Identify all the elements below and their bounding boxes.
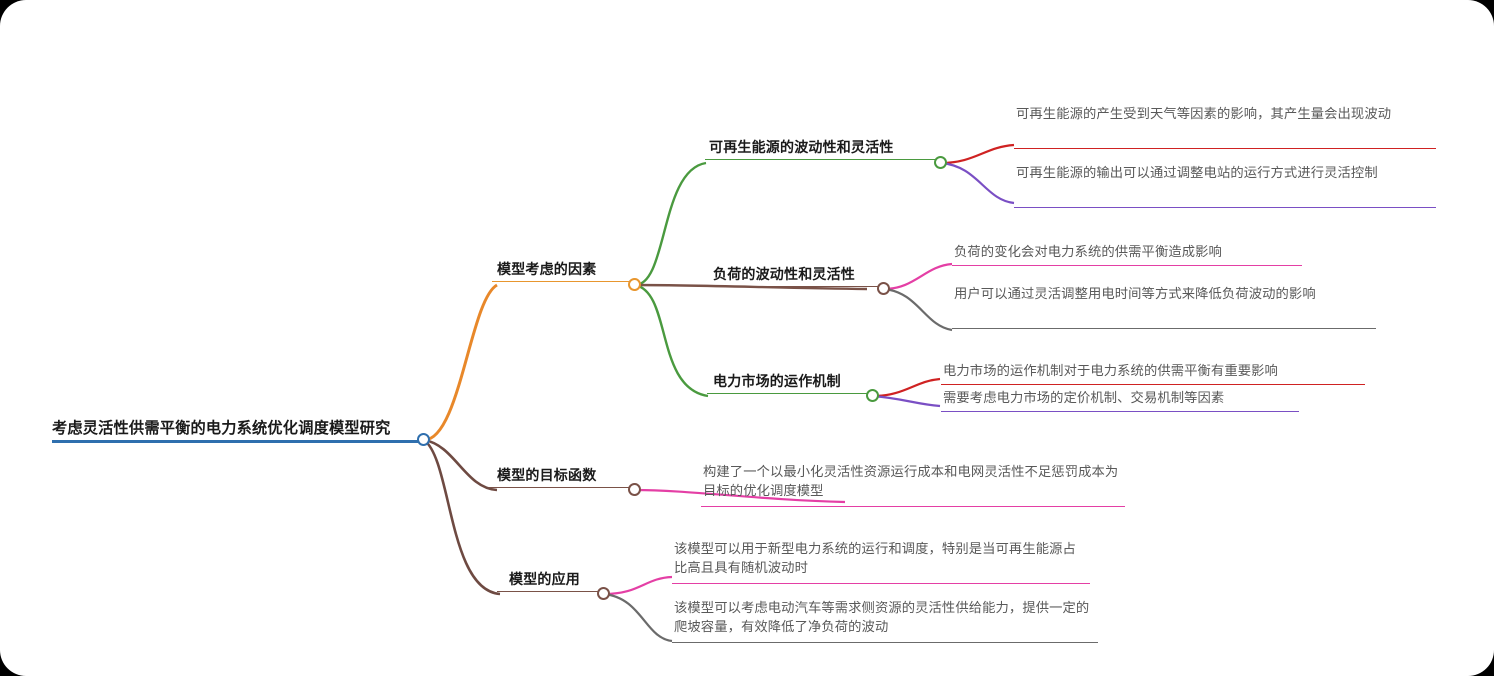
- leaf-node-application-1-underline: [672, 583, 1090, 585]
- root-node-label: 考虑灵活性供需平衡的电力系统优化调度模型研究: [52, 420, 391, 437]
- leaf-node-load-2-label: 用户可以通过灵活调整用电时间等方式来降低负荷波动的影响: [954, 286, 1316, 301]
- subbranch-node-renewable-underline: [705, 159, 939, 161]
- branch-node-factors-label: 模型考虑的因素: [497, 261, 597, 277]
- subbranch-node-renewable-label: 可再生能源的波动性和灵活性: [709, 139, 894, 155]
- branch-node-factors-dot[interactable]: [628, 278, 641, 291]
- leaf-node-load-1-label: 负荷的变化会对电力系统的供需平衡造成影响: [954, 244, 1222, 259]
- leaf-node-objective-1-underline: [701, 506, 1125, 508]
- subbranch-node-market-label: 电力市场的运作机制: [713, 373, 841, 389]
- root-node-dot[interactable]: [417, 433, 430, 446]
- branch-node-application-label: 模型的应用: [509, 571, 580, 587]
- subbranch-node-renewable-dot[interactable]: [934, 156, 947, 169]
- edge-load-to-leaf1: [883, 262, 953, 291]
- subbranch-node-load-label: 负荷的波动性和灵活性: [713, 266, 855, 282]
- leaf-node-application-1-label: 该模型可以用于新型电力系统的运行和调度，特别是当可再生能源占比高且具有随机波动时: [674, 541, 1076, 575]
- leaf-node-application-2-underline: [672, 642, 1098, 644]
- branch-node-application-underline: [497, 591, 607, 593]
- edge-application-to-leaf2: [603, 592, 673, 643]
- leaf-node-load-1-underline: [952, 265, 1302, 267]
- branch-node-objective-underline: [489, 487, 635, 489]
- edge-market-to-leaf1: [872, 377, 941, 398]
- branch-node-factors-underline: [492, 281, 636, 283]
- edge-root-to-objective: [423, 438, 498, 492]
- leaf-node-application-2-label: 该模型可以考虑电动汽车等需求侧资源的灵活性供给能力，提供一定的爬坡容量，有效降低…: [674, 600, 1090, 634]
- edge-load-to-leaf2: [883, 287, 953, 332]
- edge-root-to-application: [423, 438, 501, 596]
- leaf-node-renewable-1-underline: [1014, 148, 1436, 150]
- leaf-node-load-2-underline: [952, 328, 1376, 330]
- leaf-node-market-1-label: 电力市场的运作机制对于电力系统的供需平衡有重要影响: [943, 363, 1278, 378]
- leaf-node-renewable-2-underline: [1014, 207, 1436, 209]
- edge-root-to-factors: [423, 283, 498, 442]
- leaf-node-renewable-1-label: 可再生能源的产生受到天气等因素的影响，其产生量会出现波动: [1016, 106, 1392, 121]
- subbranch-node-load-dot[interactable]: [877, 282, 890, 295]
- subbranch-node-market-underline: [707, 393, 873, 395]
- edge-renewable-to-leaf2: [940, 161, 1015, 205]
- branch-node-objective-dot[interactable]: [628, 483, 641, 496]
- leaf-node-objective-1-label: 构建了一个以最小化灵活性资源运行成本和电网灵活性不足惩罚成本为目标的优化调度模型: [703, 464, 1119, 498]
- edge-market-to-leaf2: [872, 394, 941, 408]
- leaf-node-market-1-underline: [941, 384, 1365, 386]
- leaf-node-market-2-underline: [941, 411, 1299, 413]
- root-node-underline: [52, 440, 424, 444]
- leaf-node-renewable-2-label: 可再生能源的输出可以通过调整电站的运行方式进行灵活控制: [1016, 165, 1378, 180]
- subbranch-node-load-underline: [709, 286, 887, 288]
- leaf-node-market-2-label: 需要考虑电力市场的定价机制、交易机制等因素: [943, 390, 1225, 405]
- branch-node-objective-label: 模型的目标函数: [497, 467, 597, 483]
- subbranch-node-market-dot[interactable]: [866, 389, 879, 402]
- edge-renewable-to-leaf1: [940, 143, 1015, 165]
- edge-factors-to-renewable: [634, 161, 707, 287]
- branch-node-application-dot[interactable]: [597, 587, 610, 600]
- edge-factors-to-market: [634, 283, 709, 398]
